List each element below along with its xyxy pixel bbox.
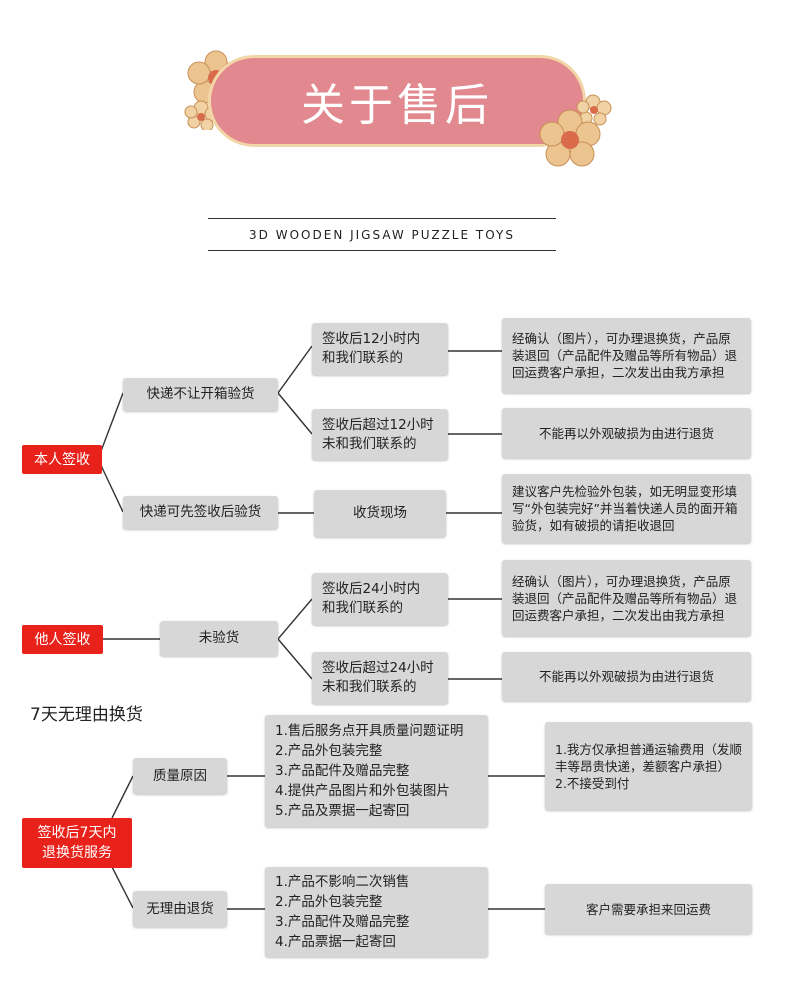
branch-no-reason-box: 无理由退货 bbox=[133, 891, 227, 927]
subtitle-rule-bottom bbox=[208, 250, 556, 251]
case-over-12h: 签收后超过12小时 未和我们联系的 bbox=[312, 409, 448, 460]
result-return-accepted-12h: 经确认（图片），可办理退换货，产品原装退回（产品配件及赠品等所有物品）退回运费客… bbox=[502, 318, 751, 393]
branch-not-inspected-box: 未验货 bbox=[160, 621, 278, 656]
result-no-return-12h: 不能再以外观破损为由进行退货 bbox=[502, 408, 751, 458]
no-reason-conditions: 1.产品不影响二次销售 2.产品外包装完整 3.产品配件及赠品完整 4.产品票据… bbox=[265, 867, 488, 957]
self-sign-tag: 本人签收 bbox=[22, 445, 102, 474]
case-over-24h: 签收后超过24小时 未和我们联系的 bbox=[312, 652, 448, 704]
other-sign-tag: 他人签收 bbox=[22, 625, 103, 654]
result-return-accepted-24h: 经确认（图片），可办理退换货，产品原装退回（产品配件及赠品等所有物品）退回运费客… bbox=[502, 560, 751, 636]
subtitle: 3D WOODEN JIGSAW PUZZLE TOYS bbox=[249, 228, 515, 242]
header-banner: 关于售后 bbox=[208, 55, 586, 147]
quality-result: 1.我方仅承担普通运输费用（发顺丰等昂贵快递，差额客户承担） 2.不接受到付 bbox=[545, 722, 752, 810]
branch-no-open-box: 快递不让开箱验货 bbox=[123, 378, 278, 411]
branch-open-after-sign-box: 快递可先签收后验货 bbox=[123, 496, 278, 529]
page-title: 关于售后 bbox=[301, 80, 493, 131]
case-within-12h: 签收后12小时内 和我们联系的 bbox=[312, 323, 448, 375]
seven-day-tag: 签收后7天内 退换货服务 bbox=[22, 818, 132, 868]
case-within-24h: 签收后24小时内 和我们联系的 bbox=[312, 573, 448, 625]
no-reason-result: 客户需要承担来回运费 bbox=[545, 884, 752, 934]
case-on-site: 收货现场 bbox=[314, 490, 446, 537]
quality-conditions: 1.售后服务点开具质量问题证明 2.产品外包装完整 3.产品配件及赠品完整 4.… bbox=[265, 715, 488, 827]
plum-blossom-right-icon bbox=[539, 94, 612, 167]
seven-day-section-title: 7天无理由换货 bbox=[30, 705, 143, 725]
result-no-return-24h: 不能再以外观破损为由进行退货 bbox=[502, 652, 751, 701]
branch-quality-box: 质量原因 bbox=[133, 758, 227, 794]
result-inspect-on-site: 建议客户先检验外包装，如无明显变形填写“外包装完好”并当着快递人员的面开箱验货，… bbox=[502, 474, 751, 543]
subtitle-rule-top bbox=[208, 218, 556, 219]
